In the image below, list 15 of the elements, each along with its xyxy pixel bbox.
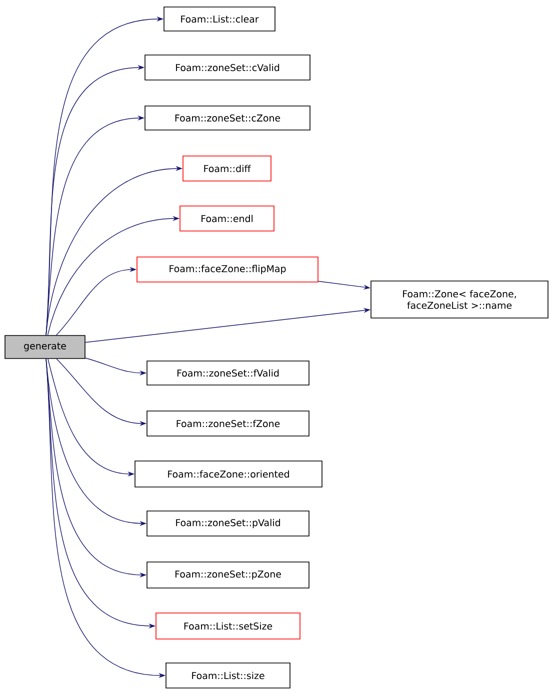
function-box: Foam::zoneSet::cZone xyxy=(144,106,310,130)
function-box: Foam::zoneSet::pZone xyxy=(146,562,310,588)
function-box: Foam::zoneSet::cValid xyxy=(144,54,310,80)
function-box: Foam::diff xyxy=(182,156,272,182)
function-box: Foam::List::clear xyxy=(164,6,276,32)
function-box: Foam::zoneSet::fZone xyxy=(146,410,310,436)
function-box: Foam::zoneSet::pValid xyxy=(146,510,310,536)
function-box: Foam::zoneSet::fValid xyxy=(146,360,310,386)
function-box: generate xyxy=(4,335,86,359)
function-box: Foam::endl xyxy=(180,206,274,232)
function-box: Foam::List::size xyxy=(166,662,290,688)
function-box: Foam::faceZone::flipMap xyxy=(136,256,318,282)
function-box: Foam::List::setSize xyxy=(156,612,300,640)
function-box: Foam::faceZone::oriented xyxy=(134,460,322,488)
function-box: Foam::Zone< faceZone, faceZoneList >::name xyxy=(370,280,548,318)
